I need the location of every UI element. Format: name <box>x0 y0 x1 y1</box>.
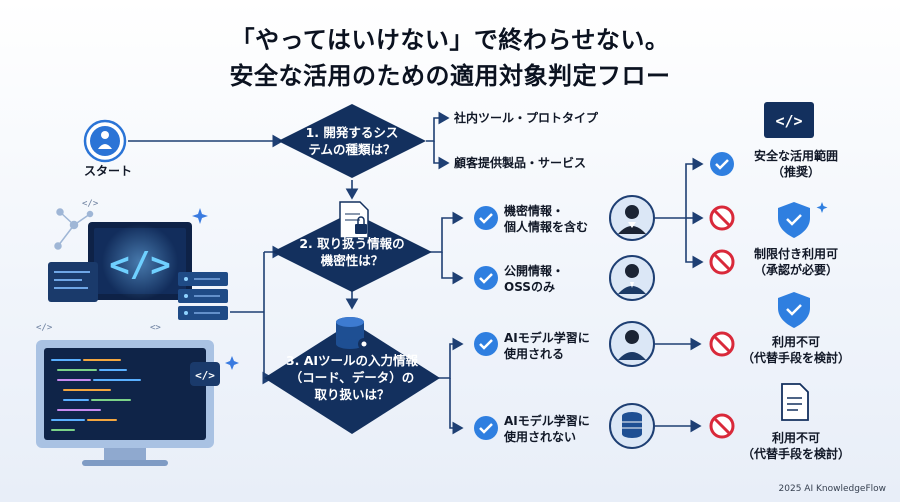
outcome-prohibited-2-line-2: （代替手段を検討） <box>741 447 850 461</box>
q2-option-public: 公開情報・ OSSのみ <box>504 263 564 295</box>
decision-1-line-2: テムの種類は？ <box>308 142 396 157</box>
document-icon <box>781 383 809 421</box>
q3-option-1-line-2: 使用される <box>504 347 565 361</box>
title-line-1: 「やってはいけない」で終わらせない。 <box>230 26 670 54</box>
decision-diamond-1 <box>278 104 426 178</box>
code-monitor-icon: </> <box>764 102 814 138</box>
prohibit-icon-1 <box>709 205 735 231</box>
decision-2-line-2: 機密性は？ <box>320 253 384 268</box>
outcome-safe-line-1: 安全な活用範囲 <box>753 149 838 163</box>
check-icon-q3-2 <box>474 416 498 440</box>
desktop-monitor-icon <box>36 340 214 466</box>
database-icon <box>609 403 655 449</box>
decision-1-text: 1. 開発するシス テムの種類は？ <box>290 124 414 158</box>
prohibit-icon-4 <box>709 413 735 439</box>
server-icon <box>178 272 228 320</box>
outcome-prohibited-1-line-2: （代替手段を検討） <box>741 351 850 365</box>
q3-option-2-line-1: AIモデル学習に <box>504 414 590 428</box>
q1-option-customer: 顧客提供製品・サービス <box>454 156 587 170</box>
shield-check-icon-2 <box>778 292 810 328</box>
prohibit-icon-2 <box>709 249 735 275</box>
network-icon <box>54 208 94 250</box>
check-icon-safe <box>710 152 734 176</box>
q3-option-not-used-for-training: AIモデル学習に 使用されない <box>504 413 590 445</box>
database-gear-icon <box>336 317 370 350</box>
decision-3-text: 3. AIツールの入力情報 （コード、データ）の 取り扱いは？ <box>274 352 430 403</box>
outcome-prohibited-1-line-1: 利用不可 <box>771 335 820 349</box>
q3-option-1-line-1: AIモデル学習に <box>504 331 590 345</box>
decision-2-line-1: 2. 取り扱う情報の <box>299 236 405 251</box>
outcome-restricted: 制限付き利用可 （承認が必要） <box>736 246 856 278</box>
svg-text:<>: <> <box>150 323 161 333</box>
footer-credit: 2025 AI KnowledgeFlow <box>778 484 886 494</box>
person-avatar-icon-3 <box>609 321 655 367</box>
outcome-restricted-line-2: （承認が必要） <box>753 263 838 277</box>
q2-option-2-line-1: 公開情報・ <box>504 264 565 278</box>
svg-text:</>: </> <box>775 112 802 130</box>
check-icon-q2-1 <box>474 206 498 230</box>
q2-option-1-line-1: 機密情報・ <box>504 204 565 218</box>
outcome-prohibited-2: 利用不可 （代替手段を検討） <box>734 430 858 462</box>
outcome-safe: 安全な活用範囲 （推奨） <box>736 148 856 180</box>
decision-3-line-2: （コード、データ）の <box>289 370 415 385</box>
q3-option-used-for-training: AIモデル学習に 使用される <box>504 330 590 362</box>
prohibit-icon-3 <box>709 331 735 357</box>
outcome-restricted-line-1: 制限付き利用可 <box>753 247 838 261</box>
illustration-group: </> </> <> </> <box>36 199 239 466</box>
person-avatar-icon-2 <box>609 255 655 301</box>
q3-option-2-line-2: 使用されない <box>504 430 577 444</box>
person-avatar-icon-1 <box>609 195 655 241</box>
decision-diamond-2 <box>272 212 432 292</box>
q2-option-1-line-2: 個人情報を含む <box>504 220 589 234</box>
svg-text:</>: </> <box>36 323 53 333</box>
check-icon-q2-2 <box>474 266 498 290</box>
decision-diamond-3 <box>264 322 440 434</box>
svg-text:</>: </> <box>195 369 215 382</box>
outcome-prohibited-1: 利用不可 （代替手段を検討） <box>734 334 858 366</box>
outcome-safe-line-2: （推奨） <box>771 165 820 179</box>
person-icon <box>101 131 109 139</box>
check-icon-q3-1 <box>474 332 498 356</box>
svg-text:</>: </> <box>82 199 99 209</box>
q2-option-2-line-2: OSSのみ <box>504 280 555 294</box>
decision-3-line-3: 取り扱いは？ <box>314 387 390 402</box>
start-node <box>83 119 127 163</box>
q1-option-internal: 社内ツール・プロトタイプ <box>454 111 599 125</box>
decision-3-line-1: 3. AIツールの入力情報 <box>285 353 419 368</box>
start-label: スタート <box>83 164 132 178</box>
shield-check-icon-1 <box>778 202 828 238</box>
q2-option-confidential: 機密情報・ 個人情報を含む <box>504 203 588 235</box>
decision-2-text: 2. 取り扱う情報の 機密性は？ <box>284 235 420 269</box>
monitor-icon: </> <box>88 222 192 300</box>
document-lock-icon <box>339 201 369 239</box>
svg-text:</>: </> <box>109 245 170 285</box>
decision-1-line-1: 1. 開発するシス <box>305 125 399 140</box>
title-line-2: 安全な活用のための適用対象判定フロー <box>229 62 671 90</box>
outcome-prohibited-2-line-1: 利用不可 <box>771 431 820 445</box>
